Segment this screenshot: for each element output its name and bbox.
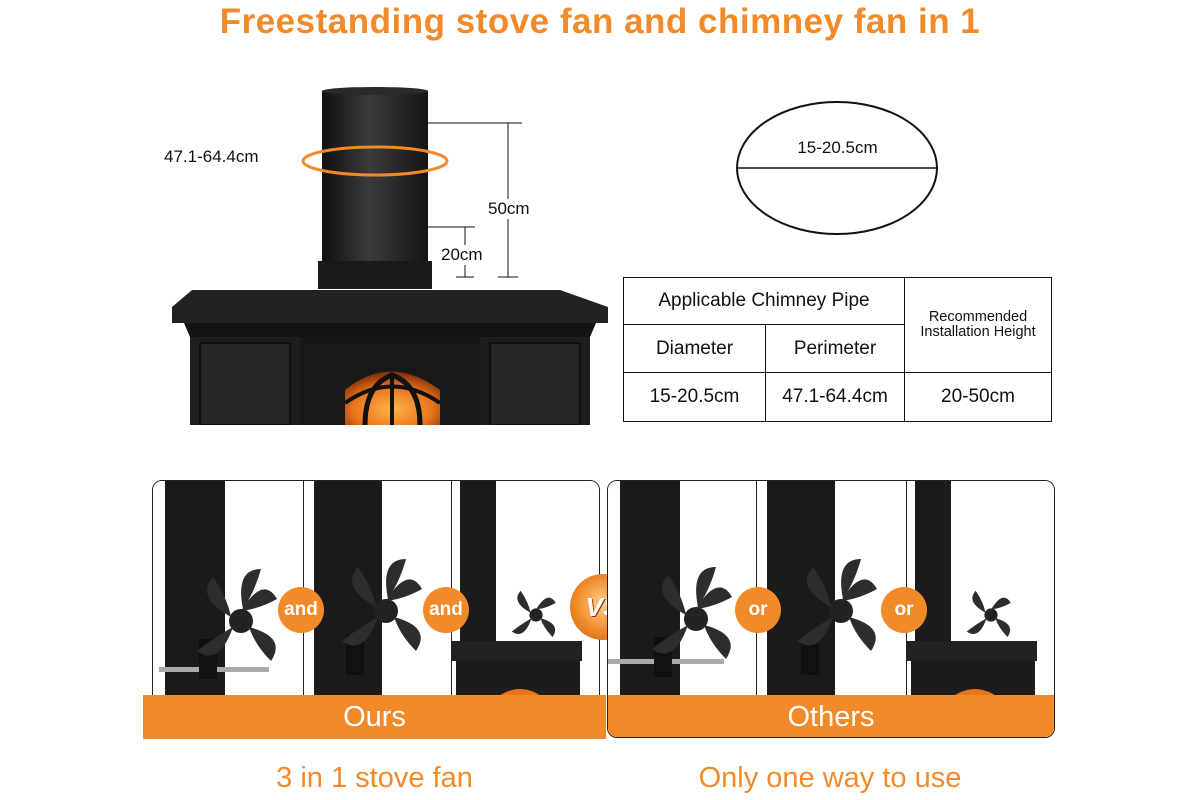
ours-and-connector-2: and [423, 587, 469, 633]
pipe-cross-section [736, 101, 938, 235]
ours-and-connector-1: and [278, 587, 324, 633]
perimeter-label: 47.1-64.4cm [164, 147, 259, 166]
page-title: Freestanding stove fan and chimney fan i… [219, 2, 981, 41]
others-caption: Only one way to use [698, 762, 962, 794]
others-or-connector-2: or [881, 587, 927, 633]
ours-caption: 3 in 1 stove fan [276, 762, 473, 794]
spec-table-header: Applicable Chimney Pipe [623, 277, 905, 325]
recommended-height-header: Recommended Installation Height [904, 277, 1052, 373]
fan-icon [197, 569, 277, 679]
stove-illustration [172, 87, 608, 426]
value-diameter: 15-20.5cm [623, 372, 766, 422]
others-or-connector-1: or [735, 587, 781, 633]
column-diameter: Diameter [623, 324, 766, 373]
stove-diagram: 47.1-64.4cm 50cm 20cm [140, 85, 620, 426]
others-label-bar: Others [608, 695, 1054, 737]
column-perimeter: Perimeter [765, 324, 905, 373]
spec-table: Applicable Chimney Pipe Recommended Inst… [623, 277, 1052, 422]
height-min-label: 20cm [439, 245, 485, 265]
ours-label-bar: Ours [143, 695, 606, 739]
ellipse-diagram: 15-20.5cm [735, 100, 940, 240]
value-height: 20-50cm [904, 372, 1052, 422]
others-photo-1 [608, 481, 754, 737]
value-perimeter: 47.1-64.4cm [765, 372, 905, 422]
others-panel: or or Others [607, 480, 1055, 738]
ours-photo-1 [153, 481, 301, 737]
diameter-label: 15-20.5cm [797, 138, 878, 157]
height-max-label: 50cm [486, 199, 532, 219]
ours-photo-2 [303, 481, 450, 737]
